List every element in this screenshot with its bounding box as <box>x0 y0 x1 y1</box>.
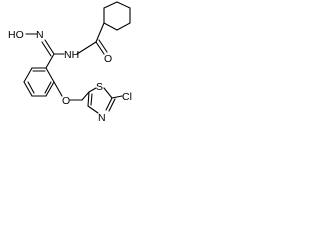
thiazole-c2-n-double-bond <box>108 98 116 112</box>
amide-group <box>76 22 108 55</box>
thiazole-c2-n-bond <box>105 97 113 111</box>
benzene-bond <box>23 67 33 83</box>
ch2-to-thiazole-bond <box>81 91 90 101</box>
thiazole-c4-c5-double-bond <box>90 93 93 106</box>
amidine-c-n-double-bond-second-line <box>41 41 52 57</box>
thiazole-c5-s-bond <box>88 87 97 93</box>
benzene-bond <box>23 81 33 97</box>
carbonyl-to-nh-bond <box>76 41 97 55</box>
amidine-to-benzene-bond <box>45 53 55 69</box>
ring-to-carbonyl-bond <box>95 22 105 43</box>
cyclohexane-bond <box>103 22 118 31</box>
thiazole-c4-c5-bond <box>87 91 90 107</box>
oxime-nitrogen-label: N <box>36 29 44 41</box>
chloro-label: Cl <box>122 91 132 103</box>
thiazole-sulfur-label: S <box>96 81 103 93</box>
amidoxime-group <box>25 33 65 57</box>
ether-oxygen-label: O <box>62 95 70 107</box>
benzene-bond <box>45 81 55 97</box>
chemical-structure: HO N NH O O S N Cl <box>8 1 132 124</box>
cyclohexane-bond <box>103 1 118 9</box>
benzene-ring <box>23 53 55 97</box>
amidine-c-n-double-bond <box>44 39 55 55</box>
ether-linker <box>53 81 90 101</box>
thiazole-ring <box>87 87 123 114</box>
thiazole-nitrogen-label: N <box>98 112 106 124</box>
benzene-double-bond <box>27 81 35 94</box>
carbonyl-oxygen-label: O <box>104 53 112 65</box>
carbonyl-double-bond <box>95 41 105 55</box>
thiazole-to-chlorine-bond <box>111 95 123 99</box>
hydroxy-oxime-label: HO <box>8 29 24 41</box>
thiazole-n-c4-bond <box>87 105 99 114</box>
carbonyl-double-bond-second-line <box>98 39 108 53</box>
thiazole-s-c2-bond <box>103 87 113 99</box>
cyclohexane-ring <box>103 1 131 31</box>
benzene-to-oxygen-bond <box>53 81 63 97</box>
amide-nitrogen-label: NH <box>64 49 79 61</box>
benzene-double-bond <box>44 81 52 94</box>
cyclohexane-bond <box>116 1 131 9</box>
benzene-bond <box>45 67 55 83</box>
cyclohexane-bond <box>116 22 131 31</box>
